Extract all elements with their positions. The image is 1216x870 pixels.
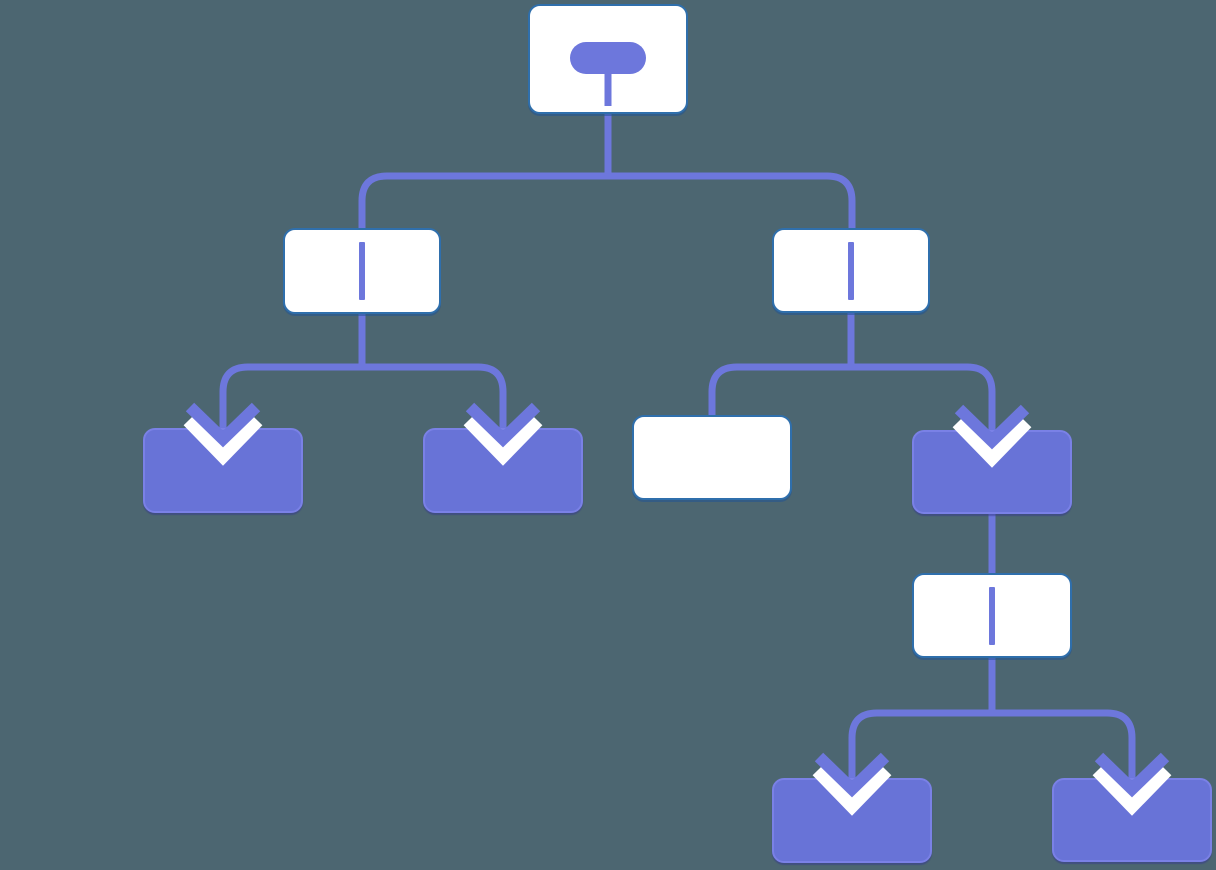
edge-root-to-branches — [358, 172, 856, 230]
vertical-bar-icon — [989, 586, 995, 645]
node-leaf-e[interactable] — [772, 778, 932, 863]
node-leaf-b[interactable] — [423, 428, 583, 513]
root-pill-stem — [604, 72, 612, 106]
node-branch-bottom[interactable] — [912, 573, 1072, 658]
node-leaf-f[interactable] — [1052, 778, 1212, 862]
node-leaf-c[interactable] — [632, 415, 792, 500]
vertical-bar-icon — [848, 241, 854, 300]
node-root[interactable] — [528, 4, 688, 114]
root-pill-shape — [570, 42, 646, 74]
node-leaf-a[interactable] — [143, 428, 303, 513]
edge-branch-left-to-leaves — [219, 363, 507, 436]
edge-branch-bottom-to-leaves — [848, 709, 1136, 786]
node-branch-right[interactable] — [772, 228, 930, 313]
node-leaf-d[interactable] — [912, 430, 1072, 514]
node-branch-left[interactable] — [283, 228, 441, 314]
vertical-bar-icon — [359, 242, 365, 300]
